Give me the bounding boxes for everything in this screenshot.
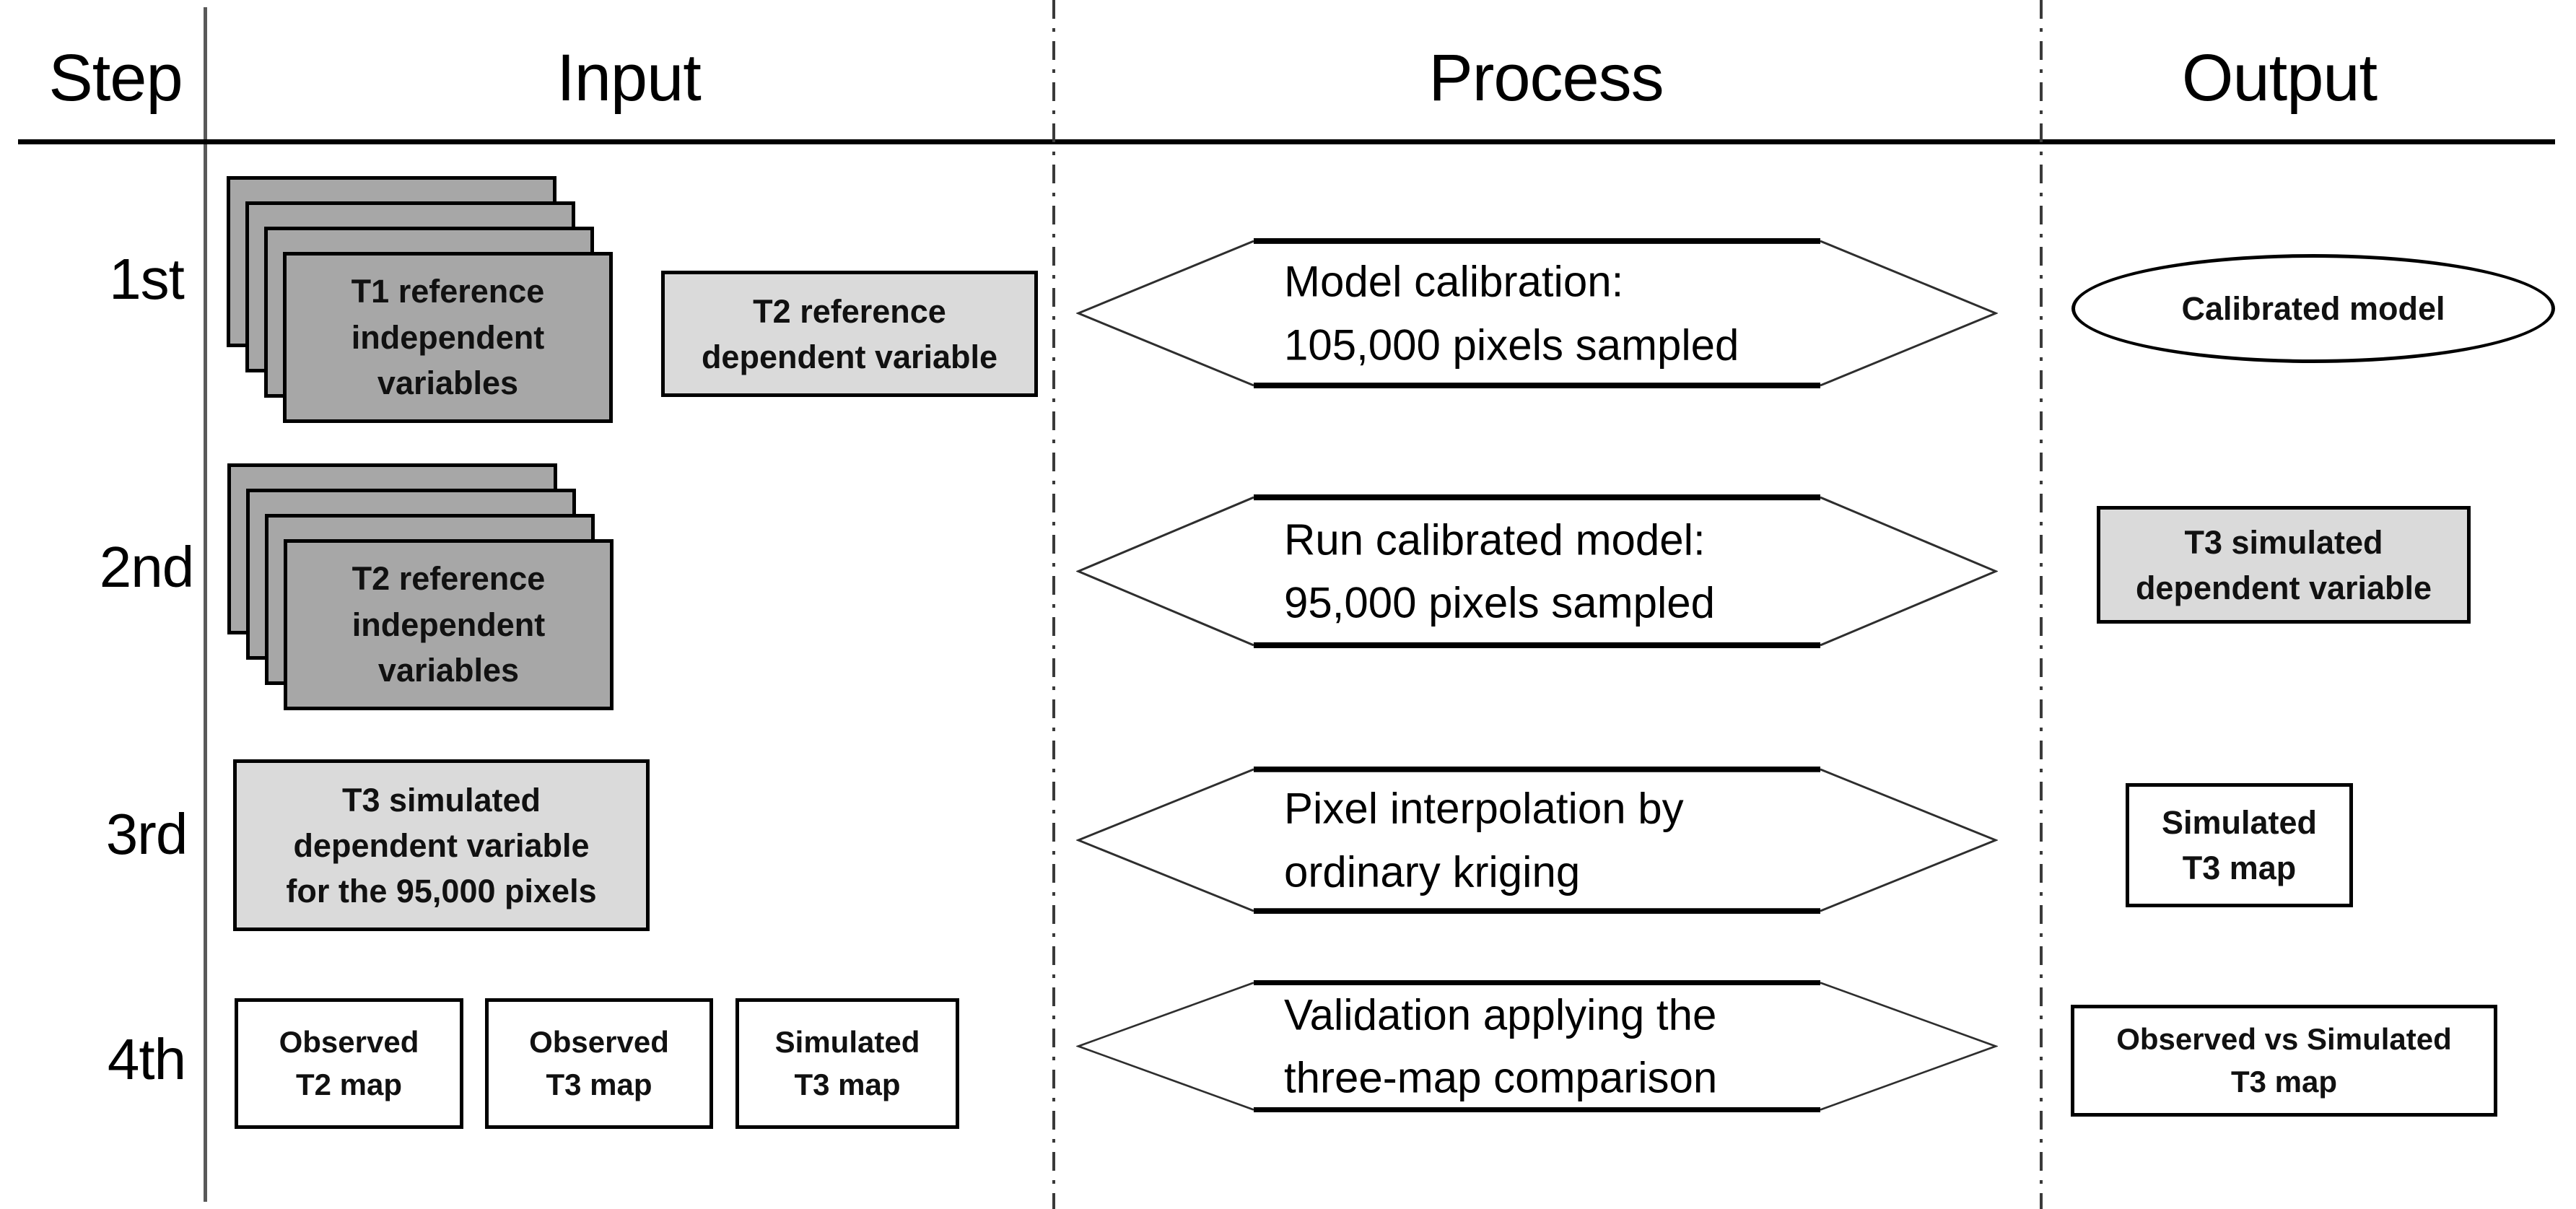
process-hexagon-run-calibrated-model: Run calibrated model: 95,000 pixels samp… (1076, 494, 1998, 648)
box-label-line: T3 map (2182, 850, 2297, 886)
stack-label-line: variables (377, 365, 519, 402)
stack-label-line: T2 reference (352, 559, 546, 597)
simulated-t3-map-input-box: Simulated T3 map (735, 998, 959, 1129)
header-underline (18, 139, 2555, 144)
simulated-t3-map-box: Simulated T3 map (2126, 783, 2353, 907)
box-label-line: Simulated (2161, 804, 2318, 841)
hexagon-shape (1076, 238, 1998, 388)
observed-t3-map-box: Observed T3 map (485, 998, 713, 1129)
box-label-line: T3 map (794, 1067, 901, 1101)
process-text-line: ordinary kriging (1284, 847, 1581, 896)
ellipse-label: Calibrated model (2181, 289, 2445, 327)
layer-card-front: T1 reference independent variables (283, 252, 613, 423)
box-label-line: T3 map (546, 1067, 652, 1101)
box-label-line: dependent variable (701, 338, 998, 375)
step-label-1st: 1st (109, 247, 185, 311)
t2-independent-variables-layer-stack: T2 reference independent variables (227, 463, 617, 712)
process-text-line: three-map comparison (1284, 1053, 1718, 1102)
box-label-line: for the 95,000 pixels (286, 872, 597, 909)
stack-label-line: variables (377, 652, 520, 689)
process-hexagon-pixel-interpolation: Pixel interpolation by ordinary kriging (1076, 767, 1998, 914)
step-label-4th: 4th (107, 1027, 186, 1091)
column-header-step: Step (48, 41, 183, 115)
hexagon-shape (1076, 494, 1998, 648)
column-header-output: Output (2181, 41, 2378, 115)
process-text-line: 105,000 pixels sampled (1284, 320, 1739, 369)
process-hexagon-model-calibration: Model calibration: 105,000 pixels sample… (1076, 238, 1998, 388)
process-text-line: Run calibrated model: (1284, 515, 1706, 564)
layer-card-front: T2 reference independent variables (284, 539, 614, 710)
observed-vs-simulated-t3-map-box: Observed vs Simulated T3 map (2071, 1005, 2497, 1117)
box-label-line: T3 simulated (2184, 523, 2383, 561)
box-label-line: Observed vs Simulated (2116, 1021, 2452, 1056)
input-process-divider-line (1052, 0, 1055, 1209)
t2-reference-dependent-variable-box: T2 reference dependent variable (661, 271, 1038, 397)
column-header-input: Input (556, 41, 702, 115)
box-label-line: dependent variable (293, 826, 590, 864)
box-label-line: T3 map (2230, 1064, 2338, 1099)
box-label-line: Observed (529, 1024, 669, 1059)
box-label-line: Observed (279, 1024, 419, 1059)
stack-label-line: independent (351, 318, 545, 356)
process-text-line: 95,000 pixels sampled (1284, 578, 1716, 627)
box-label-line: T2 reference (753, 292, 946, 330)
column-header-process: Process (1428, 41, 1664, 115)
hexagon-shape (1076, 767, 1998, 914)
calibrated-model-ellipse: Calibrated model (2071, 254, 2555, 363)
step-label-3rd: 3rd (105, 802, 188, 866)
box-label-line: T2 map (295, 1067, 403, 1101)
step-label-2nd: 2nd (99, 535, 194, 599)
box-label-line: dependent variable (2135, 569, 2432, 606)
t1-independent-variables-layer-stack: T1 reference independent variables (227, 176, 616, 425)
t3-simulated-dependent-variable-95000-pixels-box: T3 simulated dependent variable for the … (233, 759, 650, 931)
stack-label-line: independent (352, 606, 546, 643)
process-output-divider-line (2040, 0, 2043, 1209)
stack-label-line: T1 reference (351, 272, 545, 310)
t3-simulated-dependent-variable-box: T3 simulated dependent variable (2097, 506, 2471, 624)
process-text-line: Model calibration: (1284, 257, 1624, 306)
hexagon-shape (1076, 980, 1998, 1112)
process-hexagon-validation-three-map-comparison: Validation applying the three-map compar… (1076, 980, 1998, 1112)
observed-t2-map-box: Observed T2 map (235, 998, 463, 1129)
step-column-divider-line (204, 7, 207, 1202)
box-label-line: Simulated (774, 1024, 920, 1059)
process-text-line: Validation applying the (1284, 990, 1717, 1039)
box-label-line: T3 simulated (341, 781, 541, 819)
process-text-line: Pixel interpolation by (1284, 784, 1684, 833)
